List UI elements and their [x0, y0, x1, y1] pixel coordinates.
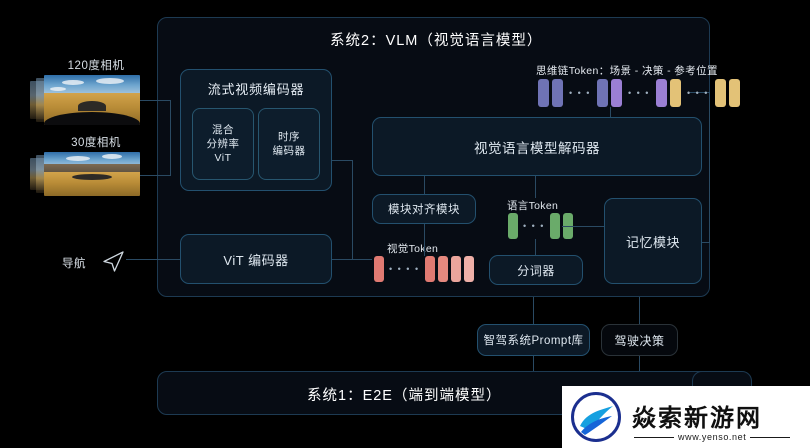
- driving-decision-label: 驾驶决策: [614, 333, 665, 348]
- watermark-divider-right: [750, 437, 790, 438]
- visual-token-chip: [450, 256, 461, 282]
- language-token-chip: [508, 213, 518, 239]
- memory-to-driving-decision-line: [639, 297, 640, 324]
- cot-token-chip: [714, 79, 726, 107]
- navigation-connector: [126, 259, 180, 260]
- decoder-to-cot-line: [610, 107, 611, 117]
- temporal-encoder-label: 时序 编码器: [272, 130, 306, 157]
- camera-30-connector: [140, 175, 170, 176]
- prompt-library-to-system1-line: [533, 356, 534, 371]
- cot-token-chip: [552, 79, 563, 107]
- cot-token-chip: [669, 79, 681, 107]
- cot-token-chip: [596, 79, 608, 107]
- tokenizer-to-language-token-line: [535, 239, 536, 255]
- mixed-resolution-vit-block: 混合 分辨率 ViT: [192, 108, 254, 180]
- streaming-video-encoder-title: 流式视频编码器: [207, 82, 305, 97]
- watermark-logo-icon: [580, 406, 613, 435]
- prompt-library-block: 智驾系统Prompt库: [477, 324, 590, 356]
- navigation-label: 导航: [62, 258, 86, 270]
- language-token-to-decoder-line: [535, 176, 536, 198]
- encoder-bus-line: [352, 160, 353, 260]
- watermark-url: www.yenso.net: [678, 432, 747, 442]
- camera-label-30: 30度相机: [71, 137, 121, 149]
- watermark: 焱索新游网 www.yenso.net: [562, 386, 810, 448]
- language-token-label: 语言Token: [507, 200, 559, 212]
- system1-title: 系统1：E2E（端到端模型）: [307, 388, 502, 404]
- camera-merge-line: [170, 100, 171, 176]
- encoder-bus-to-tokens: [352, 259, 372, 260]
- driving-decision-to-system1-line: [639, 356, 640, 371]
- vlm-decoder-block: 视觉语言模型解码器: [372, 117, 702, 176]
- navigation-arrow-icon: [103, 251, 124, 272]
- cot-token-ellipsis: • • •: [686, 87, 709, 98]
- cot-token-chip: [538, 79, 549, 107]
- watermark-divider-left: [634, 437, 674, 438]
- alignment-module-label: 模块对齐模块: [388, 204, 460, 216]
- vit-encoder-label: ViT 编码器: [223, 252, 289, 268]
- tokenizer-label: 分词器: [517, 263, 555, 278]
- cot-to-memory-bus-vertical: [709, 92, 710, 242]
- memory-module-label: 记忆模块: [625, 234, 680, 250]
- visual-token-to-alignment-line: [424, 224, 425, 256]
- system2-title: 系统2：VLM（视觉语言模型）: [330, 33, 543, 49]
- camera-120-connector: [140, 100, 170, 101]
- memory-module-block: 记忆模块: [604, 198, 702, 284]
- visual-token-chip: [374, 256, 384, 282]
- camera-thumbnail-30: [30, 152, 140, 196]
- vit-encoder-block: ViT 编码器: [180, 234, 332, 284]
- vlm-decoder-label: 视觉语言模型解码器: [474, 140, 600, 156]
- decoder-to-prompt-library-line: [533, 297, 534, 324]
- alignment-module-block: 模块对齐模块: [372, 194, 476, 224]
- language-token-to-memory-line: [562, 226, 604, 227]
- vit-encoder-output-line: [332, 259, 352, 260]
- visual-token-chip: [424, 256, 435, 282]
- visual-token-ellipsis: • • • •: [389, 263, 420, 274]
- streaming-encoder-output-line: [332, 160, 352, 161]
- alignment-to-decoder-line: [424, 176, 425, 194]
- cot-token-chip: [655, 79, 667, 107]
- visual-token-chips: • • • •: [374, 256, 474, 282]
- visual-token-chip: [463, 256, 474, 282]
- cot-to-memory-bus-top: [690, 92, 710, 93]
- language-token-chip: [549, 213, 560, 239]
- mixed-resolution-vit-label: 混合 分辨率 ViT: [206, 123, 240, 165]
- watermark-text: 焱索新游网: [632, 404, 762, 432]
- prompt-library-label: 智驾系统Prompt库: [483, 335, 584, 347]
- cot-token-chip: [610, 79, 622, 107]
- camera-thumbnail-120: [30, 75, 140, 125]
- visual-token-label: 视觉Token: [387, 243, 439, 255]
- driving-decision-block: 驾驶决策: [601, 324, 678, 356]
- tokenizer-block: 分词器: [489, 255, 583, 285]
- cot-to-memory-bus-bottom: [702, 242, 710, 243]
- camera-label-120: 120度相机: [67, 60, 125, 72]
- cot-token-chips: • • • • • • • • •: [538, 79, 740, 107]
- visual-token-chip: [437, 256, 448, 282]
- cot-token-ellipsis: • • •: [569, 87, 591, 98]
- language-token-ellipsis: • • •: [523, 220, 545, 231]
- cot-token-ellipsis: • • •: [627, 87, 650, 98]
- cot-token-label: 思维链Token：场景 - 决策 - 参考位置: [536, 65, 718, 77]
- cot-token-chip: [728, 79, 740, 107]
- temporal-encoder-block: 时序 编码器: [258, 108, 320, 180]
